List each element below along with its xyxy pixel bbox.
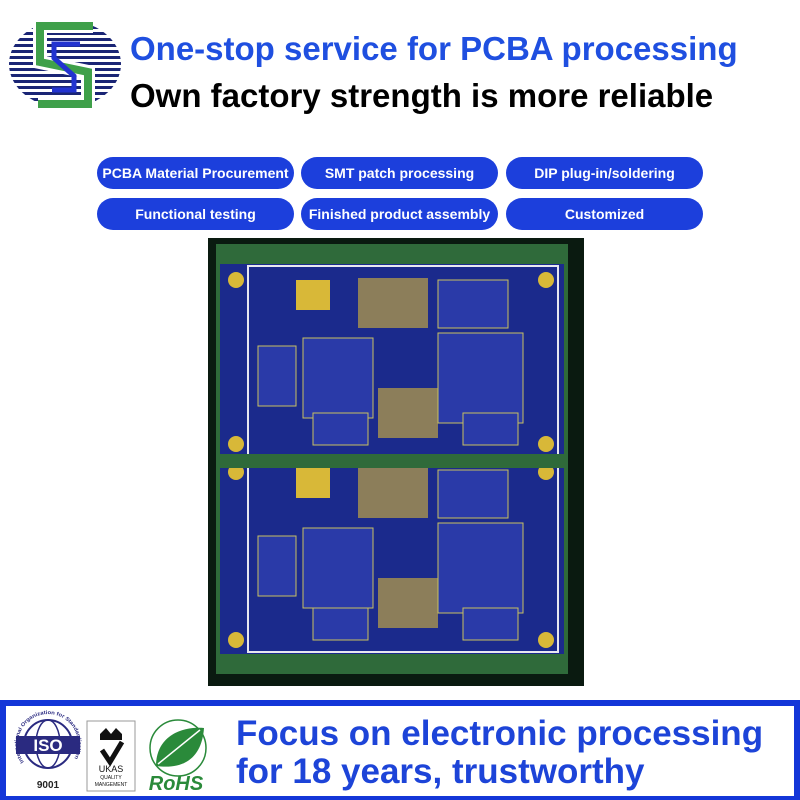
ukas-text: UKAS	[99, 764, 124, 774]
footer-line-1: Focus on electronic processing	[236, 714, 764, 753]
ukas-quality: QUALITY	[100, 775, 122, 781]
service-smt-processing[interactable]: SMT patch processing	[301, 157, 498, 189]
service-dip-soldering[interactable]: DIP plug-in/soldering	[506, 157, 703, 189]
footer-banner: International Organization for Standardi…	[0, 700, 800, 800]
service-customized[interactable]: Customized	[506, 198, 703, 230]
rohs-logo: RoHS	[149, 719, 207, 795]
iso-number: 9001	[37, 780, 60, 791]
footer-line-2: for 18 years, trustworthy	[236, 752, 645, 791]
service-functional-testing[interactable]: Functional testing	[97, 198, 294, 230]
headline: One-stop service for PCBA processing	[130, 30, 738, 67]
service-material-procurement[interactable]: PCBA Material Procurement	[97, 157, 294, 189]
pcb-photo	[208, 238, 584, 686]
iso-text: ISO	[33, 736, 62, 755]
company-logo	[9, 19, 121, 111]
rohs-text: RoHS	[149, 773, 204, 795]
service-product-assembly[interactable]: Finished product assembly	[301, 198, 498, 230]
ukas-management: MANGEMENT	[95, 782, 128, 788]
subheadline: Own factory strength is more reliable	[130, 77, 714, 114]
iso-9001-logo: International Organization for Standardi…	[14, 710, 82, 791]
ukas-logo: UKAS QUALITY MANGEMENT	[86, 720, 136, 792]
